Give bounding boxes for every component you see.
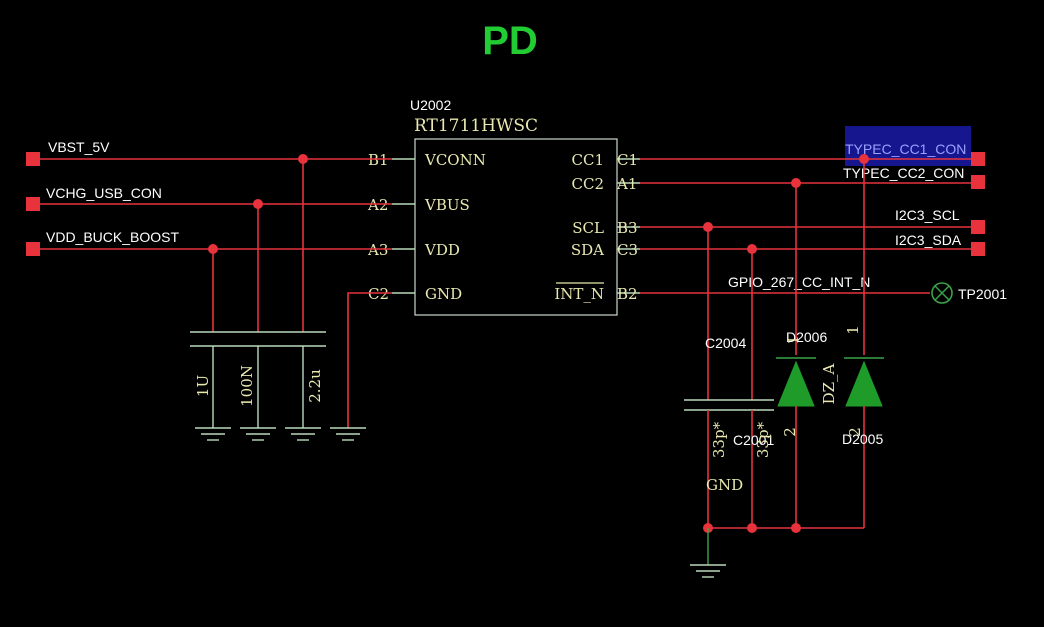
cap-ref-c2001: C2001 (733, 432, 774, 448)
pin-name-scl: SCL (572, 219, 604, 237)
chip-part: RT1711HWSC (414, 116, 538, 136)
net-label-vdd-buck-boost: VDD_BUCK_BOOST (46, 229, 179, 245)
testpoint-tp2001 (931, 282, 953, 304)
gnd-symbol-right (690, 564, 726, 578)
net-vbst-5v: VBST_5V (26, 139, 392, 166)
diode-ref-d2006: D2006 (786, 329, 827, 345)
junction-gnd-2 (747, 523, 757, 533)
net-label-typec-cc1-con: TYPEC_CC1_CON (845, 141, 966, 157)
wire-c2-gnd (347, 292, 392, 428)
testpoint-label: TP2001 (958, 286, 1007, 302)
diode-pin1-d2005: 1 (844, 325, 862, 335)
net-label-vchg-usb-con: VCHG_USB_CON (46, 185, 162, 201)
diode-pin2-d2005: 2 (846, 427, 864, 437)
diode-type-d2005: DZ_A (820, 363, 838, 404)
junction-gnd-3 (791, 523, 801, 533)
pin-num-c1: C1 (617, 151, 638, 169)
net-typec-cc1-con: TYPEC_CC1_CON (640, 141, 985, 166)
chip-ref: U2002 (410, 97, 451, 113)
pin-name-cc1: CC1 (572, 151, 605, 169)
pin-name-vdd: VDD (424, 241, 460, 259)
diode-pin2-d2006: 2 (781, 427, 799, 437)
pin-num-b2: B2 (617, 285, 638, 303)
cap-ref-c2004: C2004 (705, 335, 746, 351)
diode-d2005 (844, 357, 884, 528)
pin-num-b1: B1 (368, 151, 389, 169)
cap-value-100n: 100N (238, 365, 256, 407)
cap-pair-right (684, 399, 774, 528)
port-typec-cc1-con (971, 152, 985, 166)
cap-bank-left (190, 331, 326, 428)
cap-value-2-2u: 2.2u (306, 369, 324, 403)
pin-num-a1: A1 (616, 175, 637, 193)
pin-name-cc2: CC2 (572, 175, 605, 193)
pin-num-c2: C2 (368, 285, 389, 303)
diode-pin1-d2006: 1 (784, 335, 802, 345)
pin-name-vconn: VCONN (424, 151, 486, 169)
pin-num-a2: A2 (367, 196, 388, 214)
net-label-i2c3-sda: I2C3_SDA (895, 232, 962, 248)
port-i2c3-sda (971, 242, 985, 256)
pin-name-gnd: GND (425, 285, 462, 303)
net-i2c3-sda: I2C3_SDA (640, 232, 985, 256)
net-typec-cc2-con: TYPEC_CC2_CON (640, 165, 985, 189)
port-i2c3-scl (971, 220, 985, 234)
pin-name-int-n: INT_N (554, 285, 604, 303)
gnd-label: GND (706, 476, 743, 494)
net-vchg-usb-con: VCHG_USB_CON (26, 185, 392, 211)
port-vchg-usb-con (26, 197, 40, 211)
net-label-gpio-267-cc-int-n: GPIO_267_CC_INT_N (728, 274, 870, 290)
pin-name-vbus: VBUS (424, 196, 470, 214)
pin-num-a3: A3 (367, 241, 388, 259)
gnd-symbols-left (195, 427, 366, 441)
diode-ref-d2005: D2005 (842, 431, 883, 447)
cap-value-c2001: 33p* (754, 421, 772, 458)
net-label-typec-cc2-con: TYPEC_CC2_CON (843, 165, 964, 181)
pin-name-sda: SDA (571, 241, 604, 259)
pin-num-b3: B3 (617, 219, 638, 237)
port-typec-cc2-con (971, 175, 985, 189)
port-vdd-buck-boost (26, 242, 40, 256)
diode-d2006 (776, 357, 816, 528)
port-vbst-5v (26, 152, 40, 166)
net-label-i2c3-scl: I2C3_SCL (895, 207, 960, 223)
net-i2c3-scl: I2C3_SCL (640, 207, 985, 234)
net-label-vbst-5v: VBST_5V (48, 139, 110, 155)
diagram-title: PD (482, 19, 538, 63)
cap-value-c2004: 33p* (710, 421, 728, 458)
cap-value-1u: 1U (194, 375, 212, 397)
pin-num-c3: C3 (617, 241, 638, 259)
